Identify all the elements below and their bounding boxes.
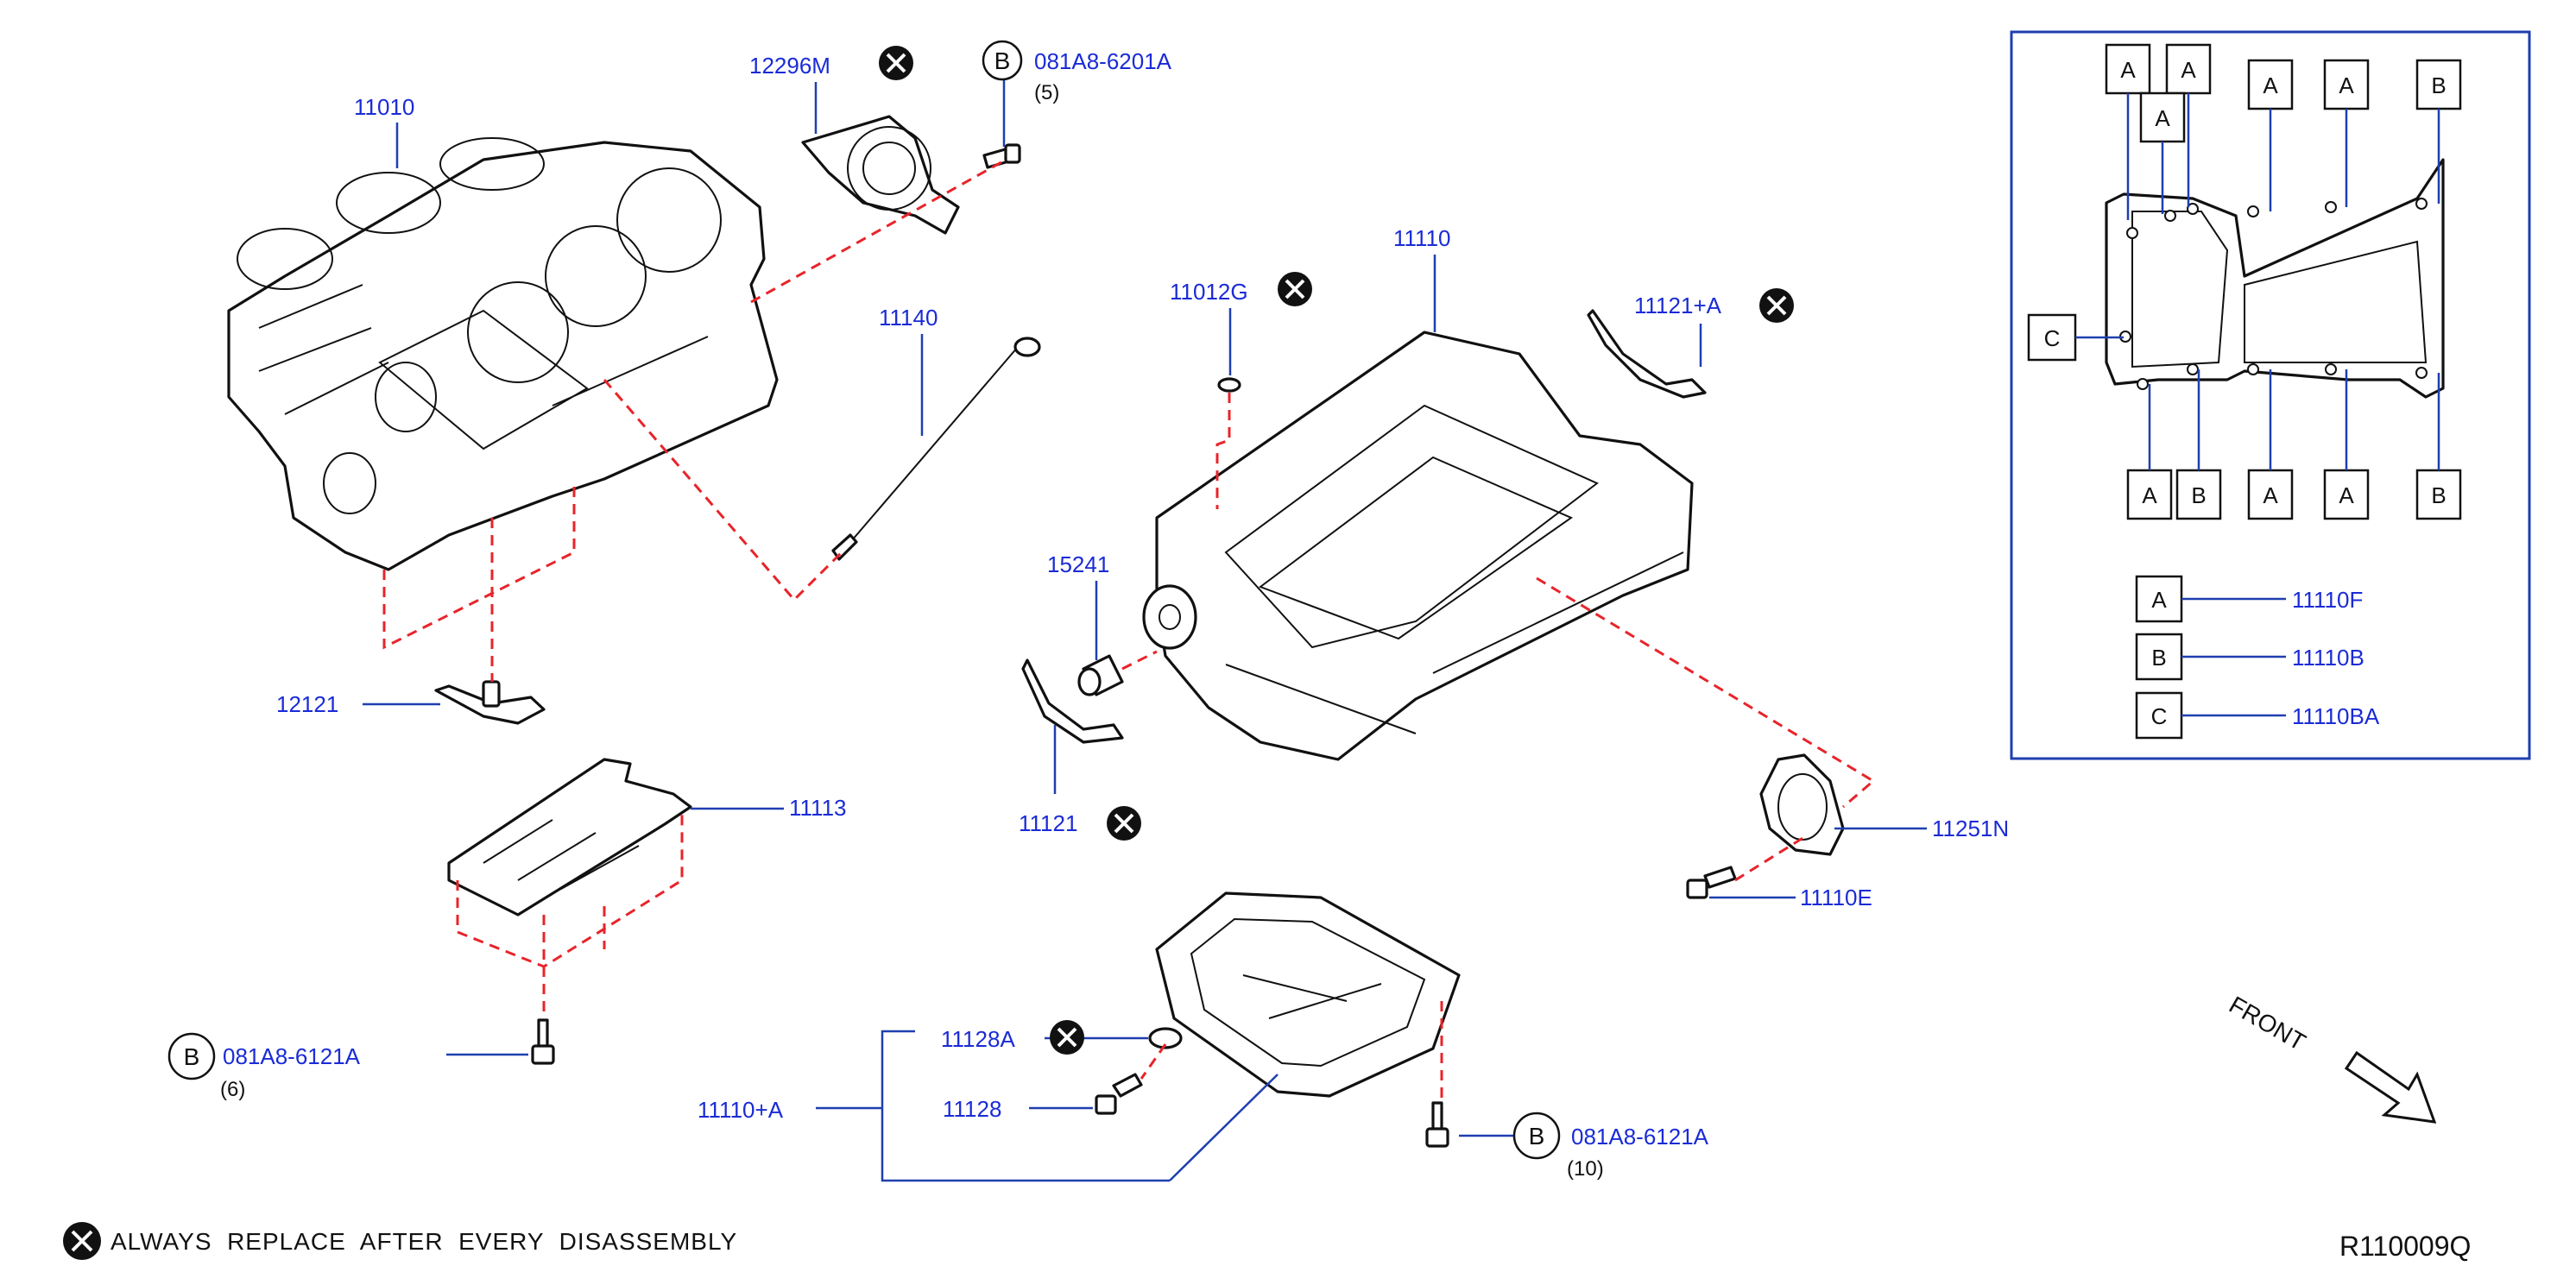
quantity-081A8-6121A-right: (10)	[1567, 1157, 1604, 1181]
drain-plug-icon	[1095, 1073, 1143, 1115]
upper-oil-pan-drawing	[1142, 331, 1694, 761]
part-number-11140: 11140	[879, 305, 938, 331]
quantity-081A8-6201A: (5)	[1034, 81, 1059, 104]
dipstick-drawing	[831, 337, 1041, 561]
bolt-icon	[1425, 1101, 1449, 1148]
inset-letter-b: B	[2191, 482, 2206, 508]
bolt-icon	[1686, 866, 1737, 899]
part-number-11121A: 11121+A	[1634, 293, 1722, 318]
bolt-icon	[531, 1018, 555, 1065]
part-number-11113: 11113	[789, 795, 847, 821]
bolt-icon	[982, 143, 1021, 169]
svg-text:B: B	[184, 1043, 200, 1070]
svg-text:B: B	[994, 47, 1011, 74]
inset-letter-a: A	[2155, 105, 2170, 131]
part-number-12121: 12121	[276, 691, 338, 717]
part-number-11121: 11121	[1019, 810, 1077, 836]
part-number-11128: 11128	[943, 1096, 1001, 1122]
inset-pan-drawing	[2105, 158, 2445, 399]
legend-part-11110F: 11110F	[2292, 587, 2363, 613]
inset-panel: A A A A A B C A B A A B A 11110F B 11110…	[2010, 30, 2531, 760]
seal-retainer-drawing	[801, 115, 960, 235]
part-number-081A8-6121A-left: 081A8-6121A	[223, 1043, 361, 1069]
front-label: FRONT	[2225, 991, 2310, 1055]
part-number-11012G: 11012G	[1170, 279, 1248, 305]
legend-key-a: A	[2151, 587, 2167, 613]
legend-part-11110BA: 11110BA	[2292, 703, 2380, 729]
inset-letter-a: A	[2339, 482, 2354, 508]
part-number-11128A: 11128A	[941, 1026, 1015, 1052]
part-number-11110: 11110	[1393, 225, 1451, 251]
cylinder-block-drawing	[227, 137, 779, 571]
inset-letter-a: A	[2263, 482, 2278, 508]
part-number-11010: 11010	[354, 94, 414, 120]
seal-strip-icon	[1021, 658, 1124, 744]
part-number-081A8-6201A: 081A8-6201A	[1034, 48, 1172, 74]
part-number-15241: 15241	[1047, 551, 1109, 577]
replace-icon	[63, 1222, 101, 1260]
sleeve-icon	[1077, 654, 1124, 696]
callout-b-circle: B	[982, 40, 1023, 81]
footer-note: ALWAYS REPLACE AFTER EVERY DISASSEMBLY	[110, 1228, 737, 1255]
inset-letter-a: A	[2120, 57, 2136, 83]
inset-letter-a: A	[2181, 57, 2196, 83]
callout-b-circle: B	[1512, 1112, 1561, 1160]
replace-icon	[1759, 288, 1794, 323]
part-number-081A8-6121A-right: 081A8-6121A	[1571, 1124, 1709, 1150]
replace-icon	[1278, 272, 1312, 306]
legend-key-b: B	[2151, 645, 2166, 671]
replace-icon	[1107, 806, 1141, 841]
inset-letter-a: A	[2142, 482, 2157, 508]
inset-letter-a: A	[2339, 72, 2354, 98]
part-number-11251N: 11251N	[1932, 816, 2009, 841]
bracket-12121-icon	[434, 680, 546, 725]
diagram-code: R110009Q	[2339, 1231, 2471, 1262]
seal-strip-icon	[1587, 309, 1707, 399]
replace-icon	[1050, 1020, 1084, 1055]
legend-key-c: C	[2151, 703, 2168, 729]
washer-icon	[1148, 1027, 1183, 1049]
inset-letter-b: B	[2431, 482, 2446, 508]
replace-icon	[879, 46, 913, 80]
o-ring-icon	[1217, 377, 1241, 393]
callout-b-circle: B	[167, 1032, 216, 1080]
part-number-12296M: 12296M	[749, 53, 830, 79]
inset-letter-a: A	[2263, 72, 2278, 98]
svg-text:B: B	[1529, 1123, 1545, 1150]
quantity-081A8-6121A-left: (6)	[220, 1078, 245, 1101]
legend-part-11110B: 11110B	[2292, 645, 2364, 671]
inset-letter-b: B	[2431, 72, 2446, 98]
part-number-11110A: 11110+A	[698, 1097, 784, 1123]
front-arrow-icon	[2344, 1050, 2437, 1124]
inset-letter-c: C	[2044, 325, 2061, 351]
part-number-11110E: 11110E	[1800, 885, 1872, 910]
baffle-plate-drawing	[447, 758, 692, 917]
lower-oil-pan-drawing	[1155, 891, 1461, 1098]
connection-lines	[382, 161, 1876, 1103]
